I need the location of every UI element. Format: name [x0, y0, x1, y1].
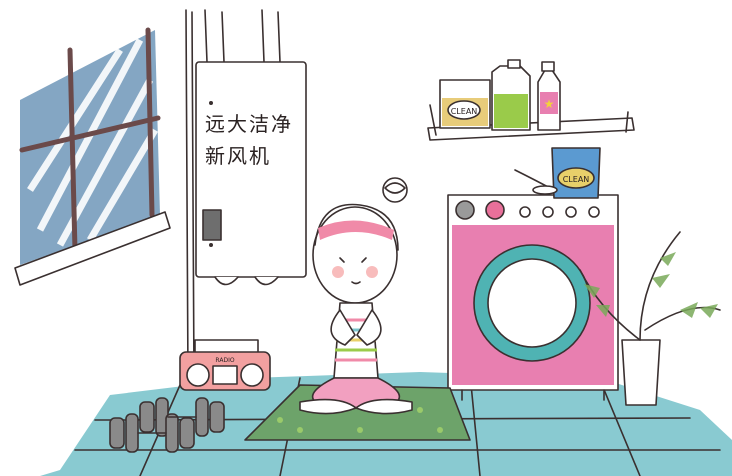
radio: RADIO: [179, 339, 271, 391]
wall-unit-line-1: 远大洁净: [205, 112, 293, 136]
cleaner-tub: CLEAN: [439, 79, 491, 129]
spray-bottle: ★: [537, 61, 561, 131]
shelf: CLEAN ★: [427, 59, 635, 141]
washer-bucket: CLEAN: [551, 147, 601, 199]
ventilation-unit: [185, 9, 307, 381]
radio-label: RADIO: [215, 357, 234, 364]
window: [14, 27, 171, 286]
dumbbells: [109, 397, 225, 453]
shelf-bucket-label: CLEAN: [451, 107, 478, 116]
detergent-jug: [491, 59, 531, 131]
girl-meditating: [299, 177, 413, 415]
wall-unit-label: 远大洁净 新风机: [205, 108, 315, 172]
yoga-mat: [244, 384, 471, 441]
svg-text:★: ★: [544, 97, 555, 111]
potted-plant: [579, 231, 721, 406]
washer-bucket-label: CLEAN: [563, 175, 590, 184]
washing-machine: CLEAN: [447, 147, 619, 401]
wall-unit-line-2: 新风机: [205, 144, 271, 168]
